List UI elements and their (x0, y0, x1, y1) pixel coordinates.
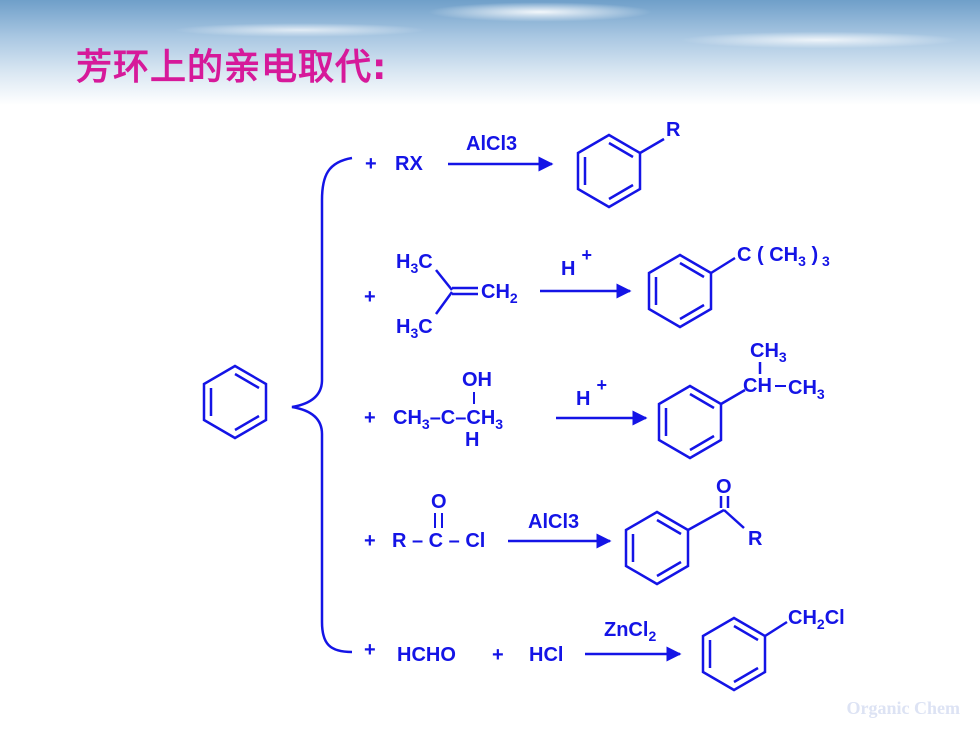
product-benzene (624, 496, 745, 586)
reagent-hcho: HCHO (397, 644, 456, 666)
product-benzene (701, 616, 788, 692)
catalyst-label: AlCl3 (466, 133, 517, 155)
methine-group: CH (743, 375, 772, 397)
sky-banner (0, 0, 980, 105)
substituent-r: R (748, 528, 763, 550)
hydroxyl-group: OH (462, 369, 492, 391)
reagent-hcl: HCl (529, 644, 563, 666)
plus-sign: + (364, 530, 376, 552)
chloromethyl-group: CH2Cl (788, 607, 845, 632)
catalyst-label: ZnCl2 (604, 619, 656, 644)
methyl-bottom: H3C (396, 316, 433, 341)
substituent-r: R (666, 119, 681, 141)
watermark: Organic Chem (846, 698, 960, 718)
reaction-1: + RX AlCl3 R (365, 119, 681, 209)
carbonyl-oxygen: O (431, 491, 447, 513)
methyl-right: CH3 (788, 377, 825, 402)
product-benzene (576, 133, 665, 209)
reaction-2: + H3C H3C CH2 H+ C ( CH3 ) 3 (364, 244, 830, 341)
benzene-reactant (202, 364, 268, 440)
ketone-oxygen: O (716, 476, 732, 498)
hydrogen-atom: H (465, 429, 479, 451)
product-benzene (647, 253, 736, 329)
carbonyl-double-bond (434, 513, 443, 528)
reaction-brace (291, 156, 353, 654)
reaction-3: + OH CH3–C–CH3 H H+ CH3 CH CH3 (364, 340, 825, 460)
slide-title: 芳环上的亲电取代: (76, 47, 388, 88)
isobutylene-bonds (434, 269, 478, 315)
reaction-4: + O R – C – Cl AlCl3 O R (364, 476, 763, 586)
methylene-group: CH2 (481, 281, 518, 306)
plus-sign: + (492, 644, 504, 666)
plus-sign: + (364, 639, 376, 661)
plus-sign: + (364, 407, 376, 429)
catalyst-label: H+ (561, 245, 592, 280)
reaction-5: + HCHO + HCl ZnCl2 CH2Cl (364, 607, 845, 692)
isopropanol-chain: CH3–C–CH3 (393, 407, 503, 432)
reagent-rx: RX (395, 153, 423, 175)
catalyst-label: H+ (576, 375, 607, 410)
plus-sign: + (365, 153, 377, 175)
methyl-top: H3C (396, 251, 433, 276)
methyl-top: CH3 (750, 340, 787, 365)
catalyst-label: AlCl3 (528, 511, 579, 533)
tert-butyl-label: C ( CH3 ) 3 (737, 244, 830, 269)
plus-sign: + (364, 286, 376, 308)
product-benzene (657, 362, 762, 460)
acyl-chloride-chain: R – C – Cl (392, 530, 485, 552)
